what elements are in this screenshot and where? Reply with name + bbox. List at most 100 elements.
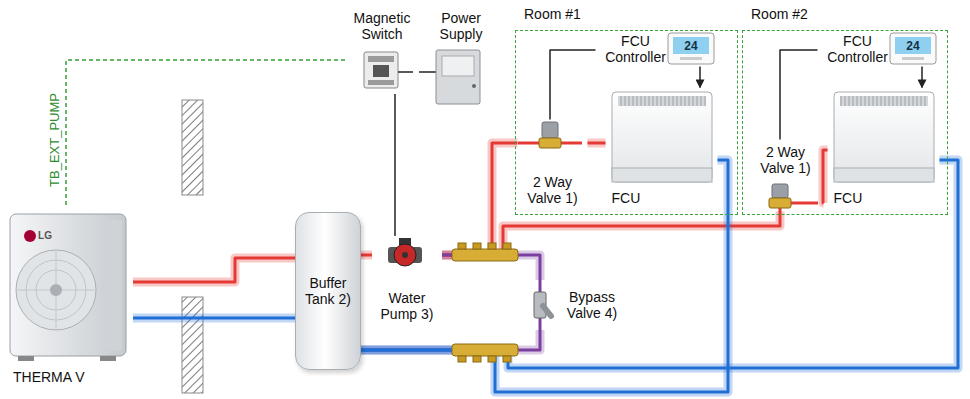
control-wire bbox=[699, 67, 701, 88]
power-supply-illustration bbox=[428, 71, 436, 73]
magnetic-switch: Magnetic Switch bbox=[345, 8, 419, 94]
signal-wire bbox=[66, 60, 345, 205]
magnetic-switch-illustration bbox=[368, 56, 394, 62]
fan-coil-illustration bbox=[840, 96, 928, 106]
manifold bbox=[503, 243, 511, 249]
return-pipe bbox=[361, 160, 958, 368]
manifold bbox=[458, 356, 466, 362]
outdoor-unit-illustration bbox=[10, 214, 126, 356]
water-pump-illustration bbox=[388, 238, 422, 266]
thermostat-illustration bbox=[680, 57, 702, 60]
outdoor-unit-illustration bbox=[50, 284, 62, 296]
pipe-glow bbox=[361, 160, 728, 392]
fan-coil-illustration bbox=[612, 168, 712, 182]
control-wire bbox=[395, 94, 396, 236]
outdoor-unit-illustration bbox=[24, 230, 36, 242]
two-way-valve-illustration bbox=[542, 122, 558, 138]
manifold bbox=[488, 356, 496, 362]
signal-name: TB_EXT_PUMP bbox=[48, 93, 61, 187]
fan-coil-illustration bbox=[618, 96, 706, 106]
power-supply-illustration bbox=[442, 56, 474, 76]
manifold bbox=[452, 344, 518, 356]
power-supply-illustration bbox=[436, 50, 480, 104]
buffer-tank: Buffer Tank 2) bbox=[295, 212, 361, 370]
manifold bbox=[452, 243, 518, 362]
pipe-glow bbox=[133, 314, 295, 323]
two-way-valve: 2 Way Valve 1) bbox=[518, 120, 588, 208]
thermostat-illustration bbox=[673, 37, 709, 54]
fan-coil-illustration bbox=[612, 92, 934, 182]
manifold bbox=[488, 243, 496, 249]
outdoor-unit-illustration bbox=[100, 356, 116, 361]
supply-pipe bbox=[588, 143, 606, 144]
supply-pipe bbox=[588, 142, 606, 145]
unit-label: THERMA V bbox=[13, 369, 85, 385]
control-wire bbox=[922, 67, 923, 88]
magnetic-switch-illustration bbox=[368, 80, 394, 85]
magnetic-switch-illustration bbox=[373, 65, 389, 77]
room-heading: Room #2 bbox=[751, 6, 808, 22]
two-way-valve: 2 Way Valve 1) bbox=[748, 140, 824, 212]
supply-pipe bbox=[133, 258, 295, 282]
control-wire bbox=[780, 50, 818, 140]
return-pipe bbox=[133, 317, 295, 320]
display-reading: 24 bbox=[906, 40, 919, 52]
two-way-valve-illustration bbox=[769, 198, 791, 208]
control-wire bbox=[700, 67, 701, 88]
supply-label: Power Supply bbox=[428, 10, 494, 42]
control-wire bbox=[419, 71, 428, 73]
manifold bbox=[452, 249, 518, 261]
outdoor-unit: THERMA V bbox=[5, 205, 133, 387]
fan-coil-illustration bbox=[834, 168, 934, 182]
power-supply-illustration bbox=[428, 50, 480, 104]
room-zone: Room #1FCU ControllerFCU2 Way Valve 1) bbox=[515, 30, 738, 215]
power-supply: Power Supply bbox=[428, 8, 494, 112]
room-zone: Room #2FCU ControllerFCU2 Way Valve 1) bbox=[742, 30, 948, 215]
manifold bbox=[473, 356, 481, 362]
control-wire bbox=[550, 50, 596, 120]
control-wire bbox=[419, 72, 428, 73]
bypass-valve: Bypass Valve 4) bbox=[530, 280, 628, 330]
magnetic-switch-illustration bbox=[398, 71, 413, 73]
control-wire bbox=[921, 67, 923, 88]
outdoor-unit-illustration bbox=[10, 214, 126, 361]
tank-label: Buffer Tank 2) bbox=[298, 275, 358, 307]
fan-coil-unit: FCU bbox=[606, 88, 718, 207]
pipe-glow bbox=[133, 258, 295, 282]
valve-label: 2 Way Valve 1) bbox=[518, 174, 588, 206]
outdoor-unit-illustration bbox=[18, 356, 34, 361]
fcu-controller: FCU Controller bbox=[818, 32, 950, 67]
thermostat-illustration bbox=[895, 37, 931, 54]
supply-pipe bbox=[823, 150, 828, 203]
pipe-glow bbox=[588, 139, 606, 148]
thermostat-illustration bbox=[668, 33, 714, 64]
wall-section bbox=[182, 100, 203, 195]
return-pipe bbox=[133, 318, 295, 319]
return-pipe bbox=[361, 160, 728, 392]
wall-section bbox=[182, 100, 203, 393]
control-wire bbox=[394, 94, 396, 236]
valve-label: Bypass Valve 4) bbox=[556, 289, 628, 321]
bypass-strainer-illustration bbox=[534, 280, 551, 330]
two-way-valve-illustration bbox=[539, 138, 561, 148]
supply-pipe bbox=[823, 150, 828, 203]
pump-label: Water Pump 3) bbox=[372, 290, 442, 322]
water-pump-illustration bbox=[402, 252, 408, 258]
thermostat-illustration bbox=[668, 33, 936, 64]
magnetic-switch-illustration bbox=[364, 52, 398, 88]
outdoor-unit-illustration bbox=[16, 250, 96, 330]
two-way-valve-illustration bbox=[772, 184, 788, 198]
logo-text: LG bbox=[38, 231, 52, 241]
water-pump-illustration bbox=[394, 244, 416, 266]
supply-pipe bbox=[361, 255, 372, 256]
fcu-controller: FCU Controller bbox=[596, 32, 728, 67]
control-wire bbox=[780, 50, 818, 140]
fan-coil-illustration bbox=[612, 92, 712, 182]
pipe-glow bbox=[361, 251, 372, 260]
thermostat-illustration bbox=[890, 33, 936, 64]
controller-label: FCU Controller bbox=[596, 33, 676, 65]
control-wire bbox=[550, 50, 596, 120]
